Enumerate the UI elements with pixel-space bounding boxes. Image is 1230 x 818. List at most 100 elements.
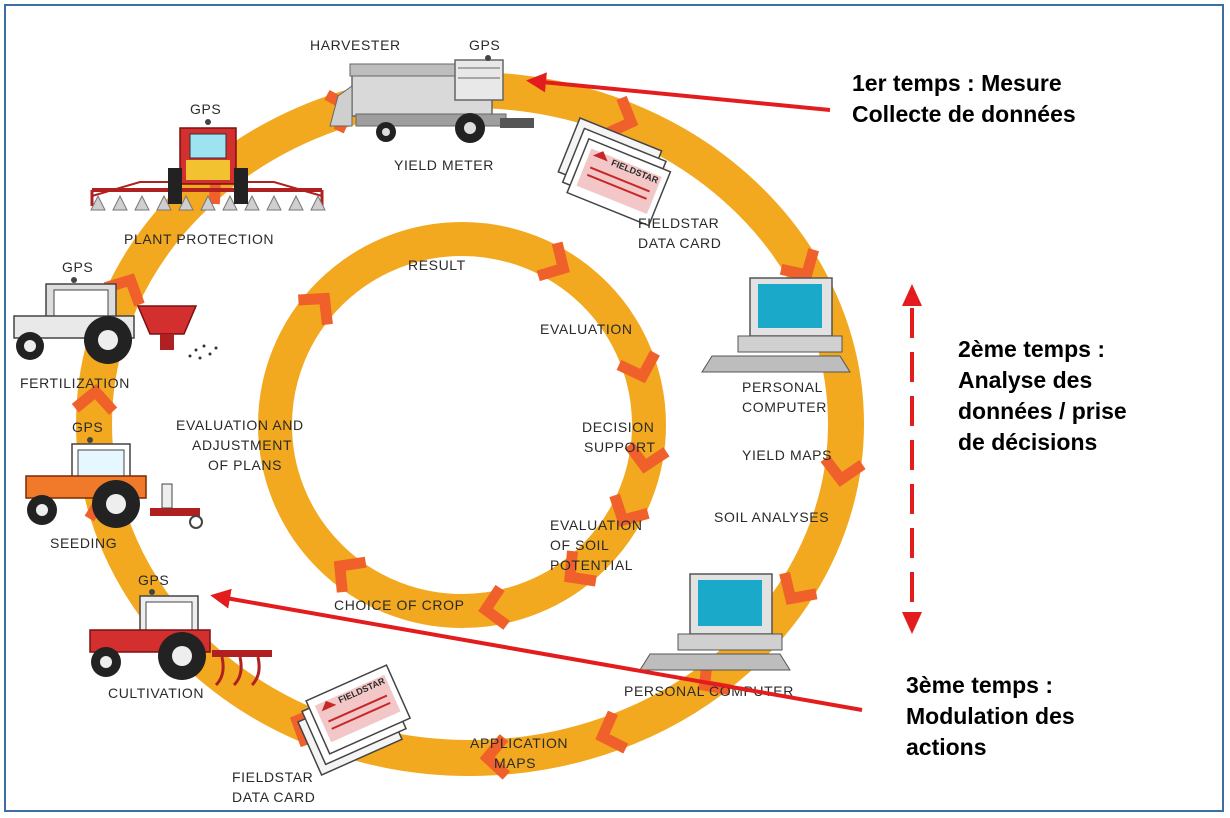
label-evaluation-soil-2: OF SOIL — [550, 537, 609, 553]
spray-nozzle-1 — [112, 194, 128, 211]
fieldstar-data-card-icon-bottom: FIELDSTAR — [297, 664, 412, 776]
arrow-to-harvester — [526, 72, 831, 112]
inner-chevron-0-shape — [536, 241, 570, 282]
fieldstar-data-card-icon-top: FIELDSTAR — [557, 117, 672, 227]
label-decision-support-1: DECISION — [582, 419, 654, 435]
spray-nozzle-10 — [310, 194, 326, 211]
outer-chevron-6-shape — [479, 734, 511, 780]
cycle-chevrons — [71, 89, 866, 780]
step-2-text: 2ème temps : Analyse des données / prise… — [958, 334, 1127, 458]
label-cultivation-gps: GPS — [138, 572, 169, 588]
label-evaluation-soil-3: POTENTIAL — [550, 557, 633, 573]
spray-nozzle-4 — [178, 194, 194, 211]
label-personal-computer-top-2: COMPUTER — [742, 399, 827, 415]
step-3-line-3: actions — [906, 734, 987, 760]
inner-chevron-5 — [478, 584, 510, 630]
fertilizer-tractor-icon — [13, 277, 218, 364]
step-2-line-1: 2ème temps : — [958, 336, 1106, 362]
step-1-line-1: 1er temps : Mesure — [852, 70, 1062, 96]
step-3-line-1: 3ème temps : — [906, 672, 1054, 698]
label-harvester-gps: GPS — [469, 37, 500, 53]
personal-computer-icon-top — [701, 277, 851, 373]
step-2-line-4: de décisions — [958, 429, 1098, 455]
outer-chevron-5 — [595, 710, 629, 754]
outer-chevron-0-shape — [605, 95, 639, 139]
label-adjustment-3: OF PLANS — [208, 457, 282, 473]
label-harvester: HARVESTER — [310, 37, 401, 53]
inner-chevron-6-shape — [333, 556, 367, 593]
spray-nozzle-2 — [134, 194, 150, 211]
label-result: RESULT — [408, 257, 466, 273]
label-adjustment-2: ADJUSTMENT — [192, 437, 292, 453]
step-3-text: 3ème temps : Modulation des actions — [906, 670, 1075, 763]
harvester-icon — [329, 55, 534, 143]
outer-chevron-0 — [605, 95, 639, 139]
outer-chevron-10-shape — [71, 384, 118, 415]
spray-nozzle-3 — [156, 194, 172, 211]
inner-chevron-2 — [624, 441, 670, 474]
seeding-tractor-icon — [25, 437, 203, 529]
label-personal-computer-bottom: PERSONAL COMPUTER — [624, 683, 794, 699]
outer-chevron-3 — [779, 571, 818, 605]
inner-chevron-0 — [536, 241, 570, 282]
step-2-line-2: Analyse des — [958, 367, 1093, 393]
label-yield-meter: YIELD METER — [394, 157, 494, 173]
spray-nozzle-9 — [288, 194, 304, 211]
cultivation-tractor-icon — [89, 589, 272, 687]
label-choice-of-crop: CHOICE OF CROP — [334, 597, 465, 613]
inner-chevron-1 — [616, 350, 660, 384]
label-fieldstar-bottom-2: DATA CARD — [232, 789, 315, 805]
step-1-line-2: Collecte de données — [852, 101, 1076, 127]
outer-chevron-2 — [820, 455, 866, 487]
outer-chevron-1-shape — [779, 248, 819, 282]
step-2-line-3: données / prise — [958, 398, 1127, 424]
spray-nozzle-5 — [200, 194, 216, 211]
inner-chevron-3-shape — [609, 493, 650, 527]
inner-cycle-ring — [258, 222, 666, 628]
inner-chevron-7-shape — [298, 292, 333, 326]
inner-chevron-4-shape — [564, 550, 597, 587]
label-plant-protection: PLANT PROTECTION — [124, 231, 274, 247]
inner-chevron-7 — [298, 292, 333, 326]
label-application-maps-2: MAPS — [494, 755, 536, 771]
outer-chevron-3-shape — [779, 571, 818, 605]
label-plant-protection-gps: GPS — [190, 101, 221, 117]
label-application-maps-1: APPLICATION — [470, 735, 568, 751]
label-seeding-gps: GPS — [72, 419, 103, 435]
inner-chevron-3 — [609, 493, 650, 527]
sprayer-tractor-icon — [90, 119, 326, 211]
inner-chevron-4 — [564, 550, 597, 587]
outer-chevron-5-shape — [595, 710, 629, 754]
outer-chevron-2-shape — [820, 455, 866, 487]
inner-ring-band — [258, 222, 666, 628]
label-fieldstar-top-1: FIELDSTAR — [638, 215, 719, 231]
personal-computer-icon-bottom — [639, 573, 791, 671]
label-decision-support-2: SUPPORT — [584, 439, 656, 455]
outer-chevron-6 — [479, 734, 511, 780]
label-yield-maps: YIELD MAPS — [742, 447, 832, 463]
spray-nozzle-6 — [222, 194, 238, 211]
step-3-line-2: Modulation des — [906, 703, 1075, 729]
inner-chevron-1-shape — [616, 350, 660, 384]
inner-chevron-5-shape — [478, 584, 510, 630]
spray-nozzle-0 — [90, 194, 106, 211]
label-soil-analyses: SOIL ANALYSES — [714, 509, 829, 525]
spray-nozzle-7 — [244, 194, 260, 211]
label-adjustment-1: EVALUATION AND — [176, 417, 304, 433]
label-seeding: SEEDING — [50, 535, 117, 551]
label-cultivation: CULTIVATION — [108, 685, 204, 701]
label-fieldstar-top-2: DATA CARD — [638, 235, 721, 251]
label-evaluation: EVALUATION — [540, 321, 633, 337]
spray-nozzle-8 — [266, 194, 282, 211]
outer-chevron-10 — [71, 384, 118, 415]
label-fieldstar-bottom-1: FIELDSTAR — [232, 769, 313, 785]
label-evaluation-soil-1: EVALUATION — [550, 517, 643, 533]
label-fertilization-gps: GPS — [62, 259, 93, 275]
step-1-text: 1er temps : Mesure Collecte de données — [852, 68, 1076, 130]
outer-chevron-1 — [779, 248, 819, 282]
arrow-to-cultivation — [210, 588, 863, 712]
double-arrow-analysis — [902, 284, 922, 634]
inner-chevron-6 — [333, 556, 367, 593]
label-fertilization: FERTILIZATION — [20, 375, 130, 391]
